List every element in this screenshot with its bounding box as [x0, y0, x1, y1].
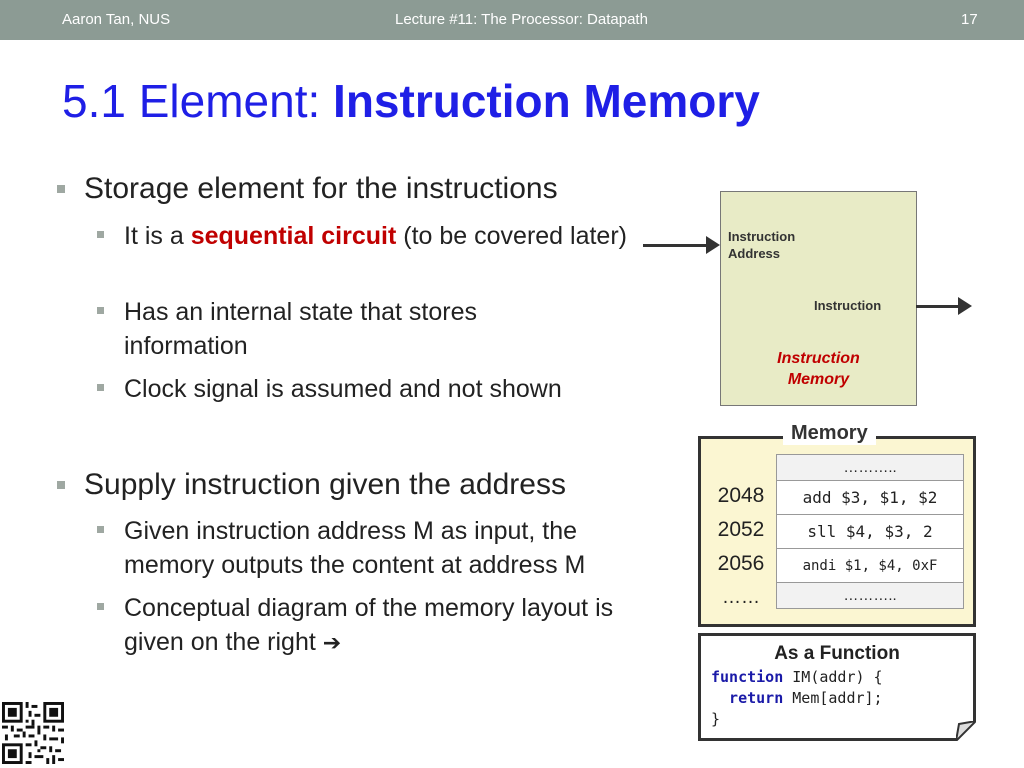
folded-corner-icon [956, 721, 976, 741]
sub-bullet-sequential-circuit: It is a sequential circuit (to be covere… [124, 219, 634, 253]
qr-code-icon [2, 702, 64, 764]
title-main: Instruction Memory [333, 75, 760, 127]
memory-title: Memory [783, 422, 876, 445]
instruction-memory-block: Instruction Address Instruction Instruct… [720, 191, 917, 406]
memory-cell-2048: add $3, $1, $2 [776, 480, 964, 515]
memory-cell-2056: andi $1, $4, 0xF [776, 548, 964, 583]
seq-text-highlight: sequential circuit [190, 222, 397, 250]
memory-address-2048: 2048 [717, 484, 765, 507]
memory-cell-bottom-dots: ……….. [776, 582, 964, 609]
bullet-square-icon [57, 481, 65, 489]
output-arrowhead-icon [958, 297, 972, 315]
code-line-signature: function IM(addr) { [711, 668, 883, 686]
memory-address-2056: 2056 [717, 552, 765, 575]
input-arrowhead-icon [706, 236, 720, 254]
sub-bullet-square-icon [97, 307, 104, 314]
sub-bullet-given-address: Given instruction address M as input, th… [124, 517, 586, 579]
sub-bullet-square-icon [97, 603, 104, 610]
memory-address-2052: 2052 [717, 518, 765, 541]
memory-address-dots: …… [722, 587, 760, 608]
sub-bullet-conceptual-diagram: Conceptual diagram of the memory layout … [124, 591, 664, 661]
input-label-address: Address [728, 246, 781, 261]
input-arrow-line [643, 244, 707, 247]
bullet-storage-element: Storage element for the instructions [84, 172, 558, 205]
slide-title: 5.1 Element: Instruction Memory [62, 74, 760, 128]
bullet-square-icon [57, 185, 65, 193]
block-name-line1: Instruction [777, 350, 860, 367]
right-arrow-icon: ➔ [322, 631, 342, 656]
code-signature: IM(addr) { [783, 668, 883, 686]
function-box: As a Function function IM(addr) { return… [698, 633, 976, 741]
sub-bullet-square-icon [97, 231, 104, 238]
conceptual-text: Conceptual diagram of the memory layout … [124, 594, 614, 656]
code-keyword-return: return [711, 689, 784, 707]
output-arrow-line [916, 305, 960, 308]
header-lecture: Lecture #11: The Processor: Datapath [395, 11, 648, 28]
sub-bullet-clock-signal: Clock signal is assumed and not shown [124, 375, 562, 403]
slide-header: Aaron Tan, NUS Lecture #11: The Processo… [0, 0, 1024, 40]
block-name-line2: Memory [787, 371, 850, 388]
seq-text-a: It is a [124, 222, 191, 250]
header-page-number: 17 [961, 11, 978, 28]
sub-bullet-square-icon [97, 526, 104, 533]
output-label-instruction: Instruction [814, 298, 882, 313]
code-line-return: return Mem[addr]; [711, 689, 883, 707]
sub-bullet-square-icon [97, 384, 104, 391]
sub-bullet-internal-state: Has an internal state that stores inform… [124, 298, 477, 360]
function-box-title: As a Function [774, 643, 900, 664]
memory-cell-top-dots: ……….. [776, 454, 964, 481]
code-line-close: } [711, 710, 721, 728]
input-label-instruction: Instruction [728, 229, 796, 244]
code-return-expr: Mem[addr]; [783, 689, 883, 707]
title-prefix: 5.1 Element: [62, 75, 334, 127]
seq-text-c: (to be covered later) [396, 222, 627, 250]
memory-cell-2052: sll $4, $3, 2 [776, 514, 964, 549]
code-keyword-function: function [711, 668, 784, 686]
bullet-supply-instruction: Supply instruction given the address [84, 468, 566, 501]
header-author: Aaron Tan, NUS [62, 11, 171, 28]
